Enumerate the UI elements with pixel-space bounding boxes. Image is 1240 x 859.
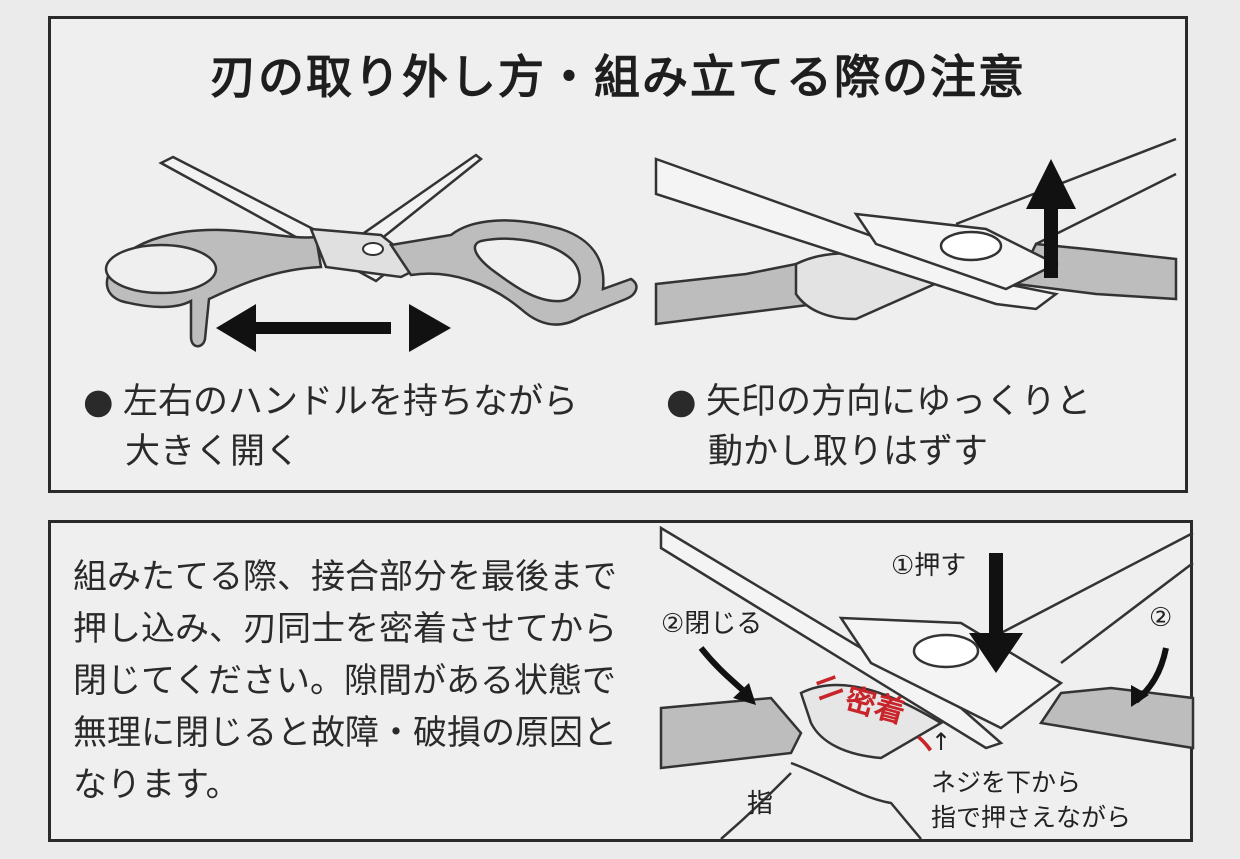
assembly-illustration — [659, 525, 1195, 840]
bullet-icon: ● — [83, 382, 114, 422]
screw-instruction-line1: ネジを下から — [931, 768, 1082, 797]
screw-instruction-line2: 指で押さえながら — [931, 803, 1132, 832]
push-label: ①押す — [891, 551, 967, 581]
step2-line1: 矢印の方向にゆっくりと — [706, 382, 1092, 422]
close-right-label: ② — [1149, 603, 1173, 633]
finger-outline — [720, 761, 922, 840]
handle-left-hole — [104, 243, 218, 295]
blade-removal-illustration — [654, 137, 1178, 326]
step2-line2: 動かし取りはずす — [708, 432, 989, 472]
panel-title: 刃の取り外し方・組み立てる際の注意 — [210, 50, 1026, 104]
pivot-screw-hole — [939, 230, 1003, 262]
close-left-label: ②閉じる — [661, 609, 763, 639]
lift-up-arrow — [1026, 159, 1076, 278]
assembly-caution-text: 組みたてる際、接合部分を最後まで押し込み、刃同士を密着させてから閉じてください。… — [73, 557, 617, 805]
step2-caption: ●矢印の方向にゆっくりと 動かし取りはずす — [666, 377, 1091, 477]
open-double-arrow — [216, 304, 451, 352]
bullet-icon: ● — [666, 382, 697, 422]
handle-lower-left — [659, 696, 803, 770]
finger-label: 指 — [747, 789, 774, 819]
removal-instructions-panel: 刃の取り外し方・組み立てる際の注意 — [48, 16, 1188, 493]
handle-lower-left — [654, 262, 818, 326]
pivot-screw-hole — [912, 633, 980, 669]
assembly-caution-panel: 組みたてる際、接合部分を最後まで押し込み、刃同士を密着させてから閉じてください。… — [48, 520, 1195, 842]
small-up-arrow: ↑ — [931, 728, 952, 756]
pivot-screw — [362, 242, 384, 256]
open-scissors-illustration — [104, 153, 638, 352]
handle-lower-right — [1038, 686, 1195, 750]
step1-line1: 左右のハンドルを持ちながら — [123, 382, 579, 422]
contact-mark-right: ヽ — [909, 727, 939, 762]
step1-line2: 大きく開く — [125, 432, 301, 472]
step1-caption: ●左右のハンドルを持ちながら 大きく開く — [83, 377, 578, 477]
handle-right-hole — [473, 237, 581, 303]
push-down-arrow — [969, 553, 1023, 673]
